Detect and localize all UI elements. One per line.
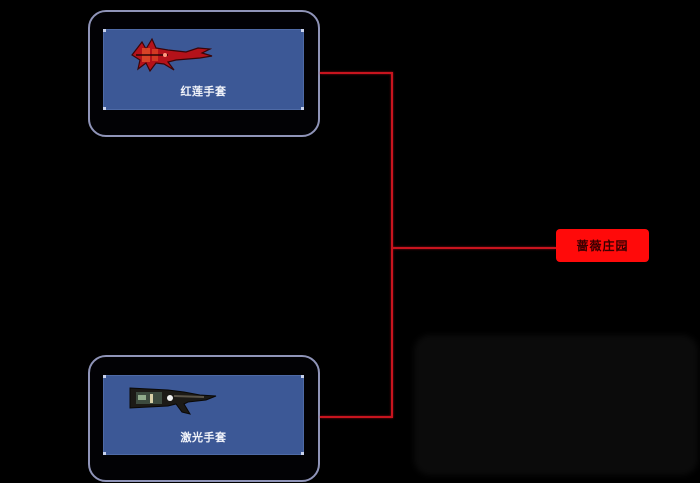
watermark-smudge xyxy=(414,335,698,475)
connector-to-target xyxy=(392,247,556,249)
red-claw-gauntlet-icon xyxy=(131,37,213,73)
item-label: 激光手套 xyxy=(180,431,227,444)
source-card-laser-gloves[interactable]: 激光手套 xyxy=(88,355,320,482)
connector-vertical xyxy=(391,72,393,418)
connector-bottom-horizontal xyxy=(320,416,392,418)
item-panel: 红莲手套 xyxy=(103,29,304,110)
connector-top-horizontal xyxy=(320,72,392,74)
target-node-rose-manor[interactable]: 蔷薇庄园 xyxy=(556,229,649,262)
item-label: 红莲手套 xyxy=(180,85,227,98)
source-card-red-lotus-gloves[interactable]: 红莲手套 xyxy=(88,10,320,137)
item-panel: 激光手套 xyxy=(103,375,304,455)
laser-gauntlet-icon xyxy=(129,387,217,415)
